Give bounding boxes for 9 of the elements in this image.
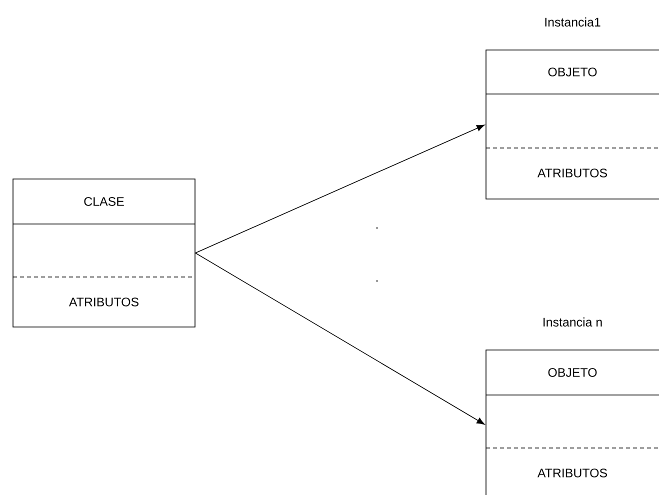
arrow	[195, 124, 485, 254]
node-label: Instancia1	[545, 17, 600, 27]
arrow	[195, 252, 485, 425]
dot-label: .	[376, 280, 378, 282]
class-box: Instancia n OBJETO ATRIBUTOS	[486, 317, 659, 495]
class-box: CLASE ATRIBUTOS	[12, 178, 196, 328]
node-label: Instancia n	[544, 317, 602, 327]
class-box: Instancia1 OBJETO ATRIBUTOS	[486, 17, 659, 200]
dot-label: .	[376, 227, 378, 229]
